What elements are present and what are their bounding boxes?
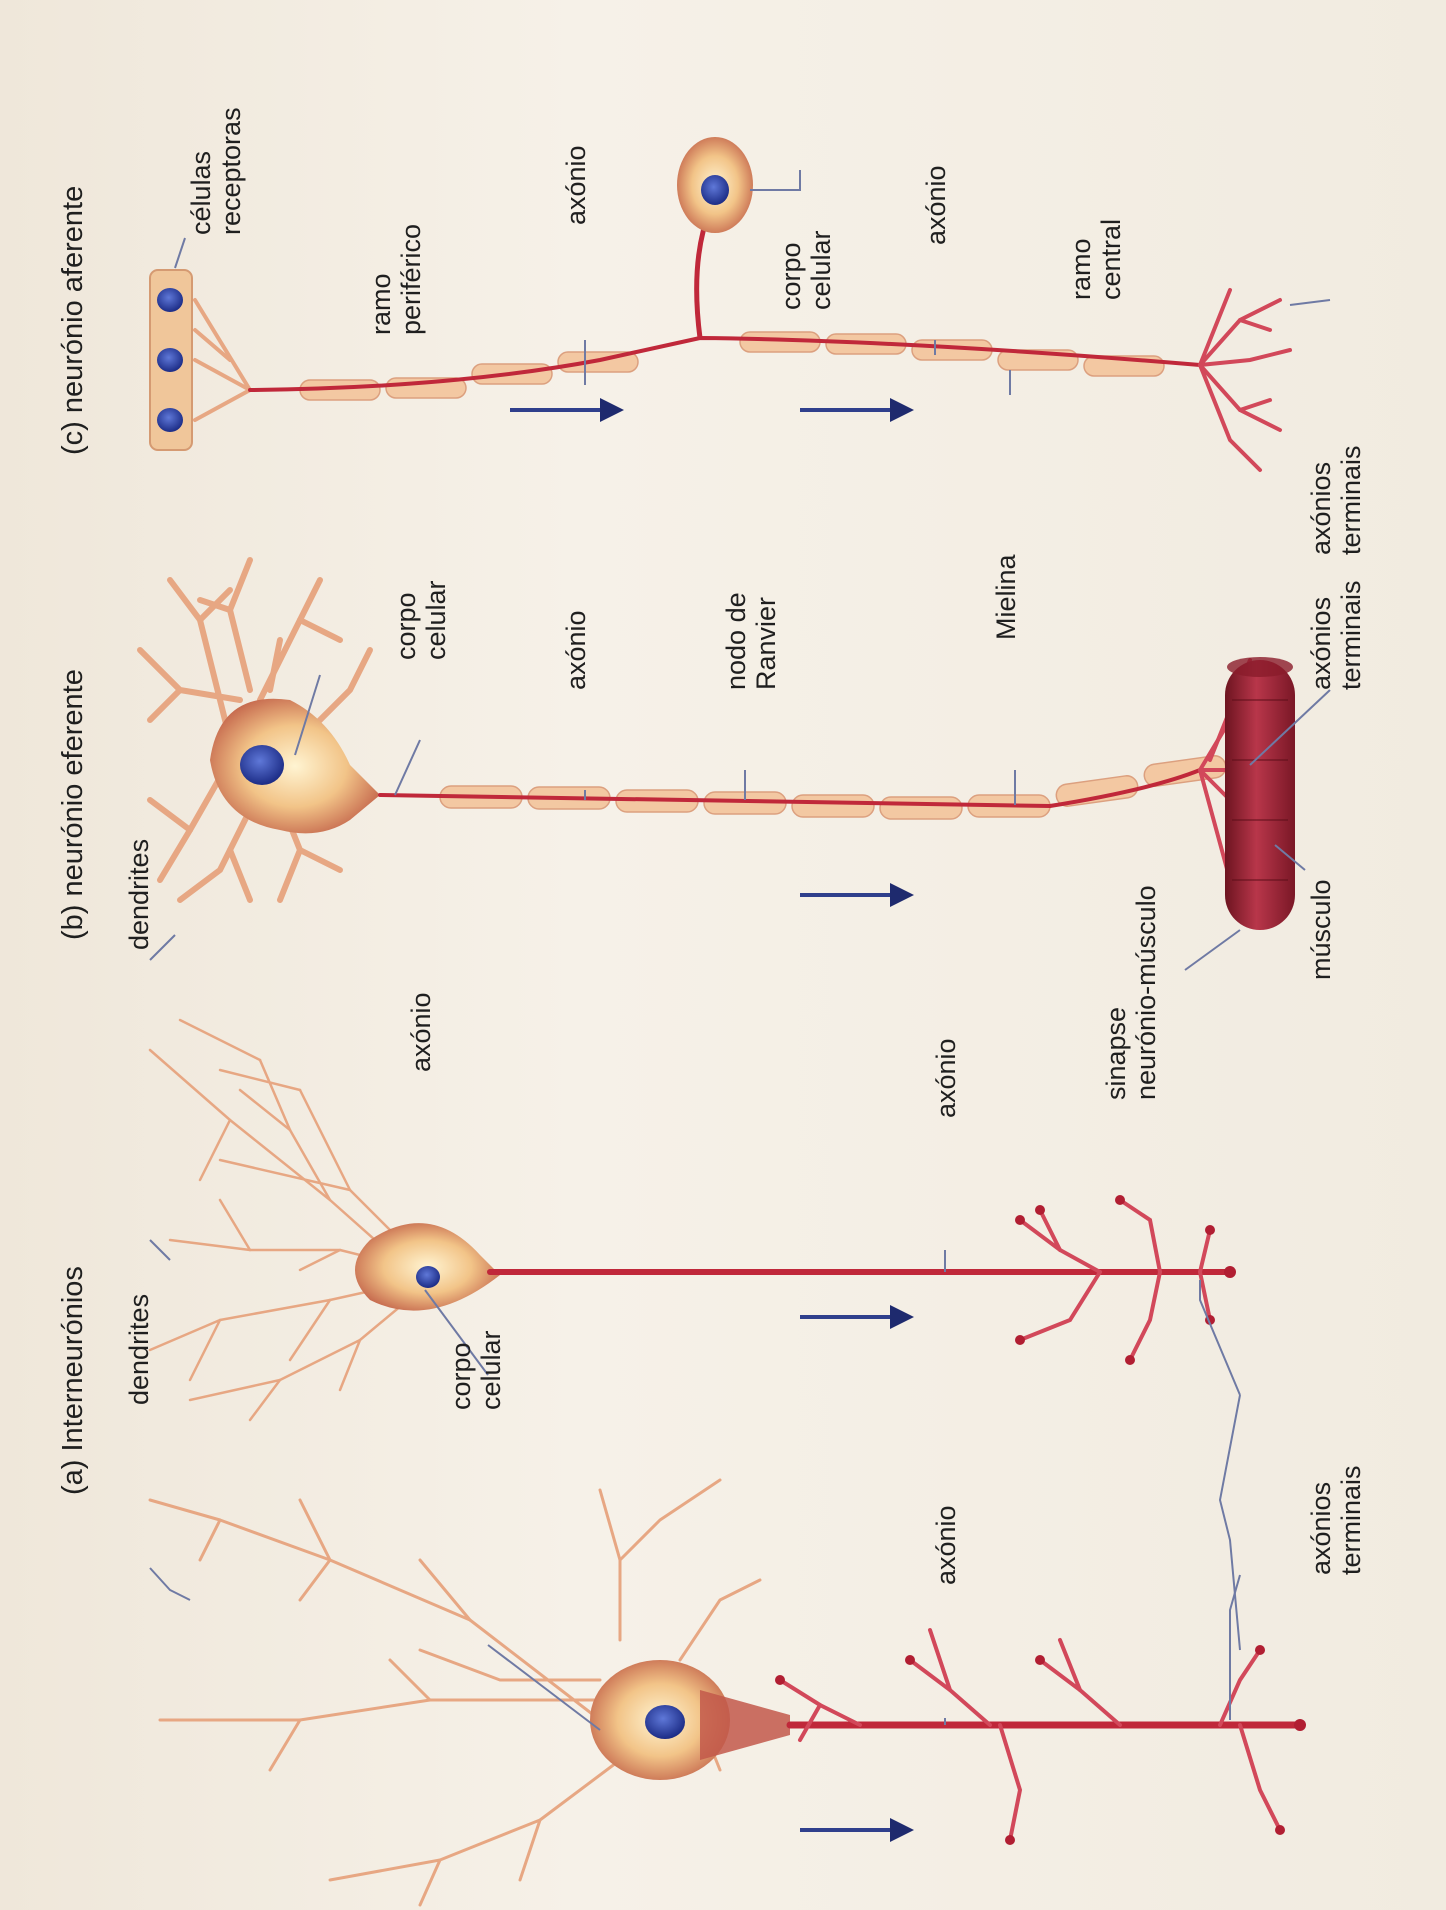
arrow-c-2 bbox=[800, 398, 914, 422]
label-c-corpo-celular-line2: celular bbox=[806, 230, 836, 310]
afferent-neuron bbox=[150, 137, 1290, 470]
label-b-sinapse-line1: sinapse bbox=[1101, 1007, 1131, 1100]
interneuron-2 bbox=[150, 1020, 1236, 1420]
label-b-corpo-celular-line1: corpo bbox=[391, 592, 421, 660]
label-a-corpo-celular-line2: celular bbox=[476, 1330, 506, 1410]
panel-c-title: (c) neurónio aferente bbox=[57, 186, 89, 455]
label-c-ramo-central-line1: ramo bbox=[1066, 238, 1096, 300]
label-b-axonios-terminais: axónios terminais bbox=[1306, 580, 1366, 690]
labels: dendrites corpo celular axónio axónio ax… bbox=[124, 107, 1366, 1585]
arrow-b bbox=[800, 883, 914, 907]
interneuron-2-nucleus bbox=[416, 1266, 440, 1288]
label-a-axonio-2: axónio bbox=[931, 1038, 961, 1118]
label-b-sinapse-line2: neurónio-músculo bbox=[1131, 885, 1161, 1100]
arrow-a-1 bbox=[800, 1818, 914, 1842]
interneuron-1-nucleus bbox=[645, 1705, 685, 1739]
label-b-axonio: axónio bbox=[561, 610, 591, 690]
label-c-axonios-terminais-line1: axónios bbox=[1306, 462, 1336, 555]
label-b-corpo-celular: corpo celular bbox=[391, 580, 451, 660]
afferent-axon-terminals bbox=[1200, 290, 1290, 470]
efferent-neuron bbox=[140, 560, 1295, 930]
label-b-nodo-line2: Ranvier bbox=[751, 597, 781, 690]
efferent-myelin-sheaths bbox=[440, 754, 1227, 819]
panel-a-title: (a) Interneurónios bbox=[57, 1266, 89, 1495]
label-a-corpo-celular-line1: corpo bbox=[446, 1342, 476, 1410]
afferent-myelin-sheaths bbox=[300, 332, 1164, 400]
label-c-celulas-line2: receptoras bbox=[216, 107, 246, 235]
label-a-axonios-terminais-line1: axónios bbox=[1306, 1482, 1336, 1575]
efferent-nucleus bbox=[240, 745, 284, 785]
label-c-ramo-periferico-line1: ramo bbox=[366, 273, 396, 335]
label-b-mielina: Mielina bbox=[991, 553, 1021, 640]
label-a-axonios-terminais-line2: terminais bbox=[1336, 1465, 1366, 1575]
label-b-nodo: nodo de Ranvier bbox=[721, 585, 781, 690]
interneuron-1-axon-terminals bbox=[780, 1630, 1280, 1840]
label-b-nodo-line1: nodo de bbox=[721, 592, 751, 690]
afferent-nucleus bbox=[701, 175, 729, 205]
label-b-axonios-terminais-line2: terminais bbox=[1336, 580, 1366, 690]
label-c-ramo-central-line2: central bbox=[1096, 219, 1126, 300]
label-c-ramo-periferico: ramo periférico bbox=[366, 224, 426, 335]
peripheral-branch-fibers bbox=[195, 300, 250, 420]
label-c-corpo-celular: corpo celular bbox=[776, 230, 836, 310]
receptor-cells bbox=[150, 270, 192, 450]
efferent-cell-body bbox=[210, 699, 380, 834]
label-b-corpo-celular-line2: celular bbox=[421, 580, 451, 660]
label-c-ramo-periferico-line2: periférico bbox=[396, 224, 426, 335]
label-b-dendrites: dendrites bbox=[124, 839, 154, 950]
muscle bbox=[1225, 657, 1295, 930]
label-a-corpo-celular: corpo celular bbox=[446, 1330, 506, 1410]
label-c-celulas-line1: células bbox=[186, 151, 216, 235]
interneuron-2-axon-terminals bbox=[1020, 1200, 1210, 1360]
label-c-celulas: células receptoras bbox=[186, 107, 246, 235]
label-b-axonios-terminais-line1: axónios bbox=[1306, 597, 1336, 690]
label-c-axonio-2: axónio bbox=[921, 165, 951, 245]
label-a-axonio-1: axónio bbox=[931, 1505, 961, 1585]
label-c-corpo-celular-line1: corpo bbox=[776, 242, 806, 310]
interneuron-1-terminal-knobs bbox=[775, 1645, 1306, 1845]
interneuron-2-dendrites bbox=[150, 1020, 420, 1420]
label-b-musculo: músculo bbox=[1306, 879, 1336, 980]
label-a-dendrites: dendrites bbox=[124, 1294, 154, 1405]
arrow-a-2 bbox=[800, 1305, 914, 1329]
label-c-ramo-central: ramo central bbox=[1066, 219, 1126, 300]
label-a-axonios-terminais: axónios terminais bbox=[1306, 1465, 1366, 1575]
interneuron-1 bbox=[150, 1480, 1306, 1905]
label-b-sinapse: sinapse neurónio-músculo bbox=[1101, 885, 1161, 1100]
label-a-axonio-3: axónio bbox=[406, 992, 436, 1072]
label-c-axonios-terminais-line2: terminais bbox=[1336, 445, 1366, 555]
label-c-axonios-terminais: axónios terminais bbox=[1306, 445, 1366, 555]
panel-b-title: (b) neurónio eferente bbox=[57, 669, 89, 940]
arrow-c-1 bbox=[510, 398, 624, 422]
label-c-axonio-1: axónio bbox=[561, 145, 591, 225]
